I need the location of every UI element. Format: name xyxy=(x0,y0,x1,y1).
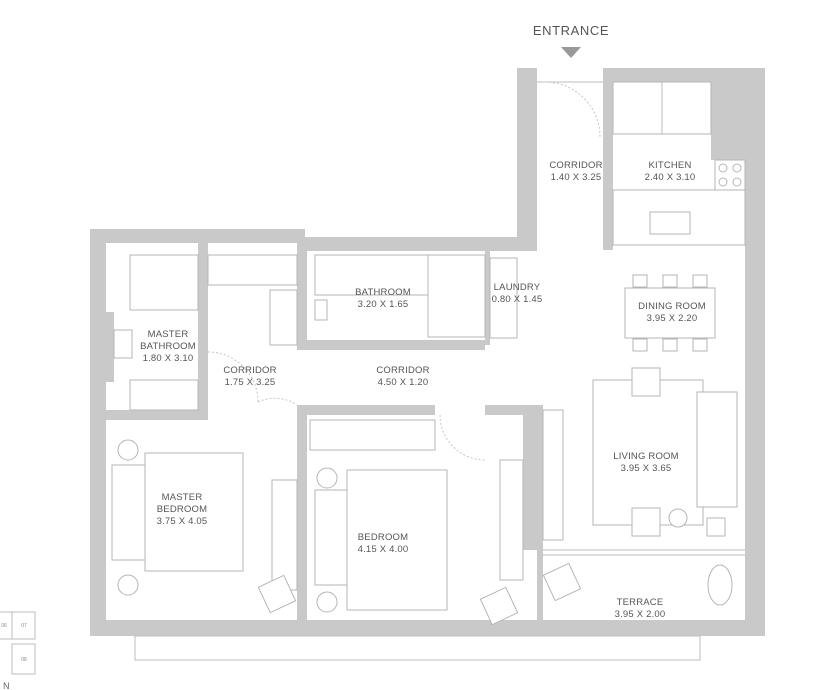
room-name: CORRIDOR xyxy=(549,160,602,171)
room-size: 2.40 X 3.10 xyxy=(645,172,696,183)
wardrobe xyxy=(269,289,298,346)
master-vanity xyxy=(129,379,199,411)
room-size: 1.80 X 3.10 xyxy=(143,353,194,364)
room-name: CORRIDOR xyxy=(223,365,276,376)
key-plan: 06 07 08 N xyxy=(0,611,36,690)
bathroom-vanity xyxy=(314,254,446,296)
room-size: 4.15 X 4.00 xyxy=(358,544,409,555)
shower xyxy=(427,254,486,338)
room-size: 3.75 X 4.05 xyxy=(157,516,208,527)
master-shower xyxy=(129,254,199,311)
room-labels: CORRIDOR 1.40 X 3.25 KITCHEN 2.40 X 3.10… xyxy=(140,160,706,620)
walls xyxy=(90,68,765,636)
toilet xyxy=(314,299,328,321)
room-name: DINING ROOM xyxy=(638,301,706,312)
room-name: BATHROOM xyxy=(355,287,411,298)
room-name: LAUNDRY xyxy=(494,282,541,293)
laundry-unit xyxy=(489,257,518,339)
armchair xyxy=(631,367,661,397)
master-toilet xyxy=(113,329,133,359)
room-size: 4.50 X 1.20 xyxy=(378,377,429,388)
room-size: 1.75 X 3.25 xyxy=(225,377,276,388)
kitchen-sink xyxy=(649,211,691,235)
svg-text:06: 06 xyxy=(1,623,7,629)
bedroom-desk xyxy=(499,459,524,581)
room-name: BATHROOM xyxy=(140,341,196,352)
dining-table xyxy=(624,287,716,339)
entrance-arrow-icon xyxy=(561,47,581,58)
living-rug xyxy=(592,379,704,526)
bedroom-bed xyxy=(346,469,448,611)
room-name: KITCHEN xyxy=(648,160,691,171)
tv-unit xyxy=(542,409,564,541)
master-wardrobe xyxy=(271,479,298,591)
entrance-label: ENTRANCE xyxy=(533,23,609,38)
room-name: CORRIDOR xyxy=(376,365,429,376)
armchair xyxy=(631,507,661,537)
room-size: 3.20 X 1.65 xyxy=(358,299,409,310)
north-label: N xyxy=(3,681,10,690)
room-name: MASTER xyxy=(162,492,203,503)
room-size: 3.95 X 2.20 xyxy=(647,313,698,324)
svg-text:07: 07 xyxy=(21,623,27,629)
room-size: 3.95 X 2.00 xyxy=(615,609,666,620)
room-size: 0.80 X 1.45 xyxy=(492,294,543,305)
room-size: 1.40 X 3.25 xyxy=(551,172,602,183)
room-size: 3.95 X 3.65 xyxy=(621,463,672,474)
room-name: TERRACE xyxy=(617,597,664,608)
svg-text:08: 08 xyxy=(21,657,27,663)
glazing xyxy=(134,81,745,661)
room-name: LIVING ROOM xyxy=(613,451,679,462)
furniture xyxy=(111,81,746,626)
sofa xyxy=(696,391,738,508)
cooktop xyxy=(714,159,746,191)
room-name: MASTER xyxy=(148,329,189,340)
bedroom-wardrobe xyxy=(309,419,436,451)
room-name: BEDROOM xyxy=(157,504,208,515)
wardrobe xyxy=(207,254,298,286)
room-name: BEDROOM xyxy=(358,532,409,543)
